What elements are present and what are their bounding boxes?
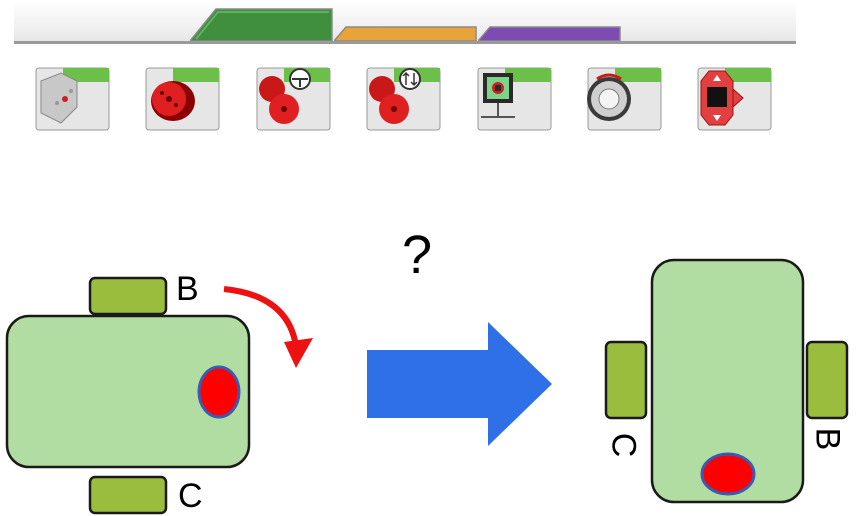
tab-flow-control[interactable] bbox=[334, 25, 478, 41]
brick-status-light-block[interactable] bbox=[697, 67, 772, 131]
wheel-c bbox=[88, 475, 168, 515]
large-motor-icon bbox=[145, 67, 220, 131]
move-tank-icon bbox=[366, 67, 441, 131]
sensor-before bbox=[197, 365, 241, 419]
robot-body-after bbox=[650, 258, 805, 504]
tab-divider bbox=[14, 41, 796, 44]
sound-icon bbox=[587, 67, 662, 131]
sound-block[interactable] bbox=[587, 67, 662, 131]
transition-arrow bbox=[367, 322, 552, 446]
label-wheel-b-after: B bbox=[808, 427, 847, 451]
move-steering-icon bbox=[256, 67, 331, 131]
brick-status-light-icon bbox=[697, 67, 772, 131]
robot-body-before bbox=[5, 314, 251, 469]
move-tank-block[interactable] bbox=[366, 67, 441, 131]
question-mark: ? bbox=[402, 225, 433, 285]
move-steering-block[interactable] bbox=[256, 67, 331, 131]
wheel-b bbox=[88, 276, 168, 316]
sensor-after bbox=[700, 452, 756, 496]
label-wheel-c: C bbox=[178, 477, 203, 515]
tab-sensor[interactable] bbox=[478, 25, 622, 41]
display-icon bbox=[477, 67, 552, 131]
large-motor-block[interactable] bbox=[145, 67, 220, 131]
turn-arrow-head bbox=[284, 338, 313, 368]
tab-action[interactable] bbox=[190, 7, 334, 41]
medium-motor-block[interactable] bbox=[35, 67, 110, 131]
label-wheel-c-after: C bbox=[604, 432, 643, 458]
label-wheel-b: B bbox=[176, 270, 199, 308]
display-block[interactable] bbox=[477, 67, 552, 131]
wheel-c-after bbox=[604, 340, 648, 420]
wheel-b-after bbox=[805, 340, 849, 420]
medium-motor-icon bbox=[35, 67, 110, 131]
palette-tab-bar bbox=[14, 0, 796, 44]
